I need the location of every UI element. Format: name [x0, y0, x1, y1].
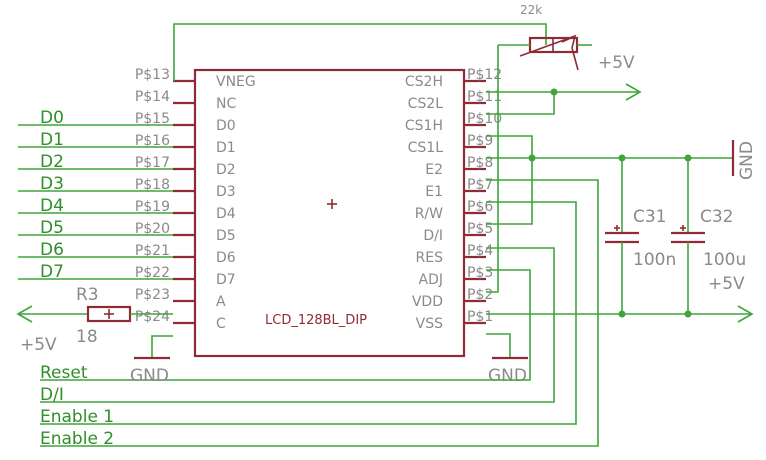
pin-pad-right: P$9: [467, 133, 493, 149]
enable2-wire: [40, 179, 599, 447]
pin-pad-left: P$17: [135, 155, 170, 171]
data-line-label: D1: [40, 130, 64, 150]
pin-label-left: A: [216, 294, 226, 310]
pin-pad-left: P$14: [135, 89, 170, 105]
chip-origin-cross: [327, 199, 337, 209]
pin-pad-left: P$16: [135, 133, 170, 149]
pin-label-right: CS2L: [408, 96, 444, 112]
pin-pad-left: P$21: [135, 243, 170, 259]
pin-pad-left: P$15: [135, 111, 170, 127]
pin-pad-right: P$10: [467, 111, 502, 127]
vdd-arrow: [737, 305, 754, 323]
vneg-wire: [173, 23, 547, 81]
pin-label-right: RES: [416, 250, 444, 266]
pin-pad-right: P$8: [467, 155, 493, 171]
p11-wire: [486, 92, 555, 115]
c32-name: C32: [700, 207, 734, 227]
chip-name: LCD_128BL_DIP: [265, 313, 367, 328]
pin-label-left: D3: [216, 184, 236, 200]
pin-pad-right: P$11: [467, 89, 502, 105]
pin-pad-right: P$1: [467, 309, 493, 325]
pin-pad-left: P$23: [135, 287, 170, 303]
pin-pad-right: P$6: [467, 199, 493, 215]
left-pins: P$13 VNEG P$14 NC P$15 D0P$16 D1P$17 D2P$18 D3P$…: [135, 67, 256, 332]
data-line-label: D5: [40, 218, 64, 238]
pin-label-right: CS2H: [405, 74, 443, 90]
data-line-label: D4: [40, 196, 64, 216]
right-pins: P$12 CS2H P$11 CS2L P$10 CS1H P$9 CS1L P$8 E2P$7 E…: [405, 67, 502, 332]
gnd-label-p1: GND: [488, 366, 527, 386]
pin-label-left: D4: [216, 206, 236, 222]
c31-name: C31: [633, 207, 667, 227]
pin-pad-right: P$7: [467, 177, 493, 193]
pot-vcc-label: +5V: [598, 53, 635, 73]
pin-pad-left: P$18: [135, 177, 170, 193]
gnd-label-p24: GND: [130, 366, 169, 386]
pin-label-right: CS1L: [408, 140, 444, 156]
pin-pad-right: P$12: [467, 67, 502, 83]
pin-label-right: VSS: [416, 316, 443, 332]
pin-label-right: VDD: [412, 294, 443, 310]
r3-value: 18: [76, 327, 98, 347]
p24-gnd-wire: [151, 335, 173, 358]
c32-value: 100u: [703, 250, 746, 270]
pin-pad-left: P$24: [135, 309, 170, 325]
pin-pad-right: P$5: [467, 221, 493, 237]
pot-value: 22k: [520, 3, 542, 17]
pin-label-left: D7: [216, 272, 236, 288]
pin-label-left: D5: [216, 228, 236, 244]
pin-label-left: D6: [216, 250, 236, 266]
data-line-label: D2: [40, 152, 64, 172]
pin-label-right: D/I: [423, 228, 443, 244]
di-wire: [40, 247, 555, 403]
p1-gnd-wire: [486, 333, 511, 358]
vdd-vcc-label: +5V: [708, 274, 745, 294]
pin-label-left: D2: [216, 162, 236, 178]
reset-wire: [40, 269, 531, 381]
pin-label-right: E1: [425, 184, 443, 200]
control-line-label: Reset: [40, 363, 88, 383]
resistor-r3: [86, 305, 132, 323]
data-line-label: D7: [40, 262, 64, 282]
enable1-wire: [40, 201, 577, 425]
pin-label-right: E2: [425, 162, 443, 178]
junction-p12: [550, 88, 558, 96]
pin-pad-right: P$3: [467, 265, 493, 281]
c31-value: 100n: [633, 250, 676, 270]
pin-pad-left: P$19: [135, 199, 170, 215]
pin-pad-left: P$13: [135, 67, 170, 83]
gnd-label-right: GND: [737, 141, 757, 180]
pin-label-right: R/W: [415, 206, 443, 222]
p12-arrow: [625, 83, 642, 101]
junction-c31-bottom: [618, 310, 626, 318]
control-line-label: Enable 2: [40, 429, 114, 449]
pin-pad-right: P$4: [467, 243, 493, 259]
pin-label-right: CS1H: [405, 118, 443, 134]
vcc-left-label: +5V: [20, 335, 57, 355]
data-line-label: D0: [40, 108, 64, 128]
pin-label-left: D0: [216, 118, 236, 134]
pin-pad-right: P$2: [467, 287, 493, 303]
pin-label-left: C: [216, 316, 226, 332]
p10-wire: [486, 135, 533, 158]
pin-label-left: NC: [216, 96, 236, 112]
pin-label-left: D1: [216, 140, 236, 156]
pin-label-right: ADJ: [419, 272, 444, 288]
pin-pad-left: P$22: [135, 265, 170, 281]
pot-to-adj-wire: [486, 45, 499, 293]
vcc-left-arrow: [16, 305, 33, 323]
junction-c32-bottom: [684, 310, 692, 318]
pin-label-left: VNEG: [216, 74, 256, 90]
data-line-label: D3: [40, 174, 64, 194]
data-line-label: D6: [40, 240, 64, 260]
control-line-label: Enable 1: [40, 407, 114, 427]
r3-name: R3: [76, 285, 99, 305]
control-line-label: D/I: [40, 385, 64, 405]
pin-pad-left: P$20: [135, 221, 170, 237]
potentiometer-22k: [498, 34, 592, 71]
